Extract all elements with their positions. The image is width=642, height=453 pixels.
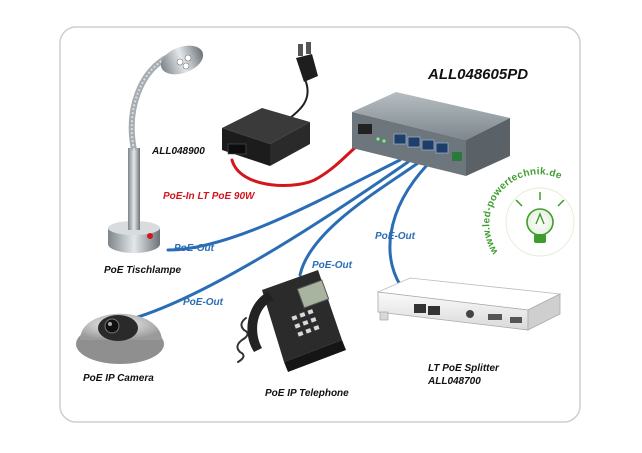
poe-out-cable-camera bbox=[126, 160, 410, 322]
cables bbox=[126, 81, 430, 363]
poe-table-lamp bbox=[108, 45, 204, 253]
camera-label: PoE IP Camera bbox=[83, 373, 154, 384]
poe-out-label-phone: PoE-Out bbox=[312, 260, 352, 271]
poe-in-label: PoE-In LT PoE 90W bbox=[163, 191, 255, 202]
poe-in-cable bbox=[230, 133, 372, 187]
poe-out-cable-splitter bbox=[388, 162, 430, 294]
poe-out-label-splitter: PoE-Out bbox=[375, 231, 415, 242]
injector-model-label: ALL048900 bbox=[152, 146, 205, 157]
phone-cord bbox=[236, 317, 249, 363]
switch-model-label: ALL048605PD bbox=[428, 66, 529, 83]
poe-injector bbox=[222, 108, 310, 166]
power-adapter bbox=[296, 42, 318, 82]
poe-out-label-lamp: PoE-Out bbox=[174, 243, 214, 254]
lamp-label: PoE Tischlampe bbox=[104, 265, 182, 276]
telephone-label: PoE IP Telephone bbox=[265, 388, 349, 399]
poe-ip-telephone bbox=[247, 270, 346, 372]
poe-splitter bbox=[376, 277, 562, 331]
adapter-cable bbox=[289, 81, 309, 119]
poe-out-cable-lamp bbox=[166, 158, 402, 252]
poe-switch bbox=[352, 92, 510, 176]
poe-out-cable-phone bbox=[298, 161, 420, 277]
splitter-label-line2: ALL048700 bbox=[428, 376, 481, 387]
splitter-label-line1: LT PoE Splitter bbox=[428, 363, 499, 374]
poe-out-label-camera: PoE-Out bbox=[183, 297, 223, 308]
poe-ip-camera bbox=[76, 313, 164, 364]
lightbulb-icon bbox=[515, 192, 565, 243]
